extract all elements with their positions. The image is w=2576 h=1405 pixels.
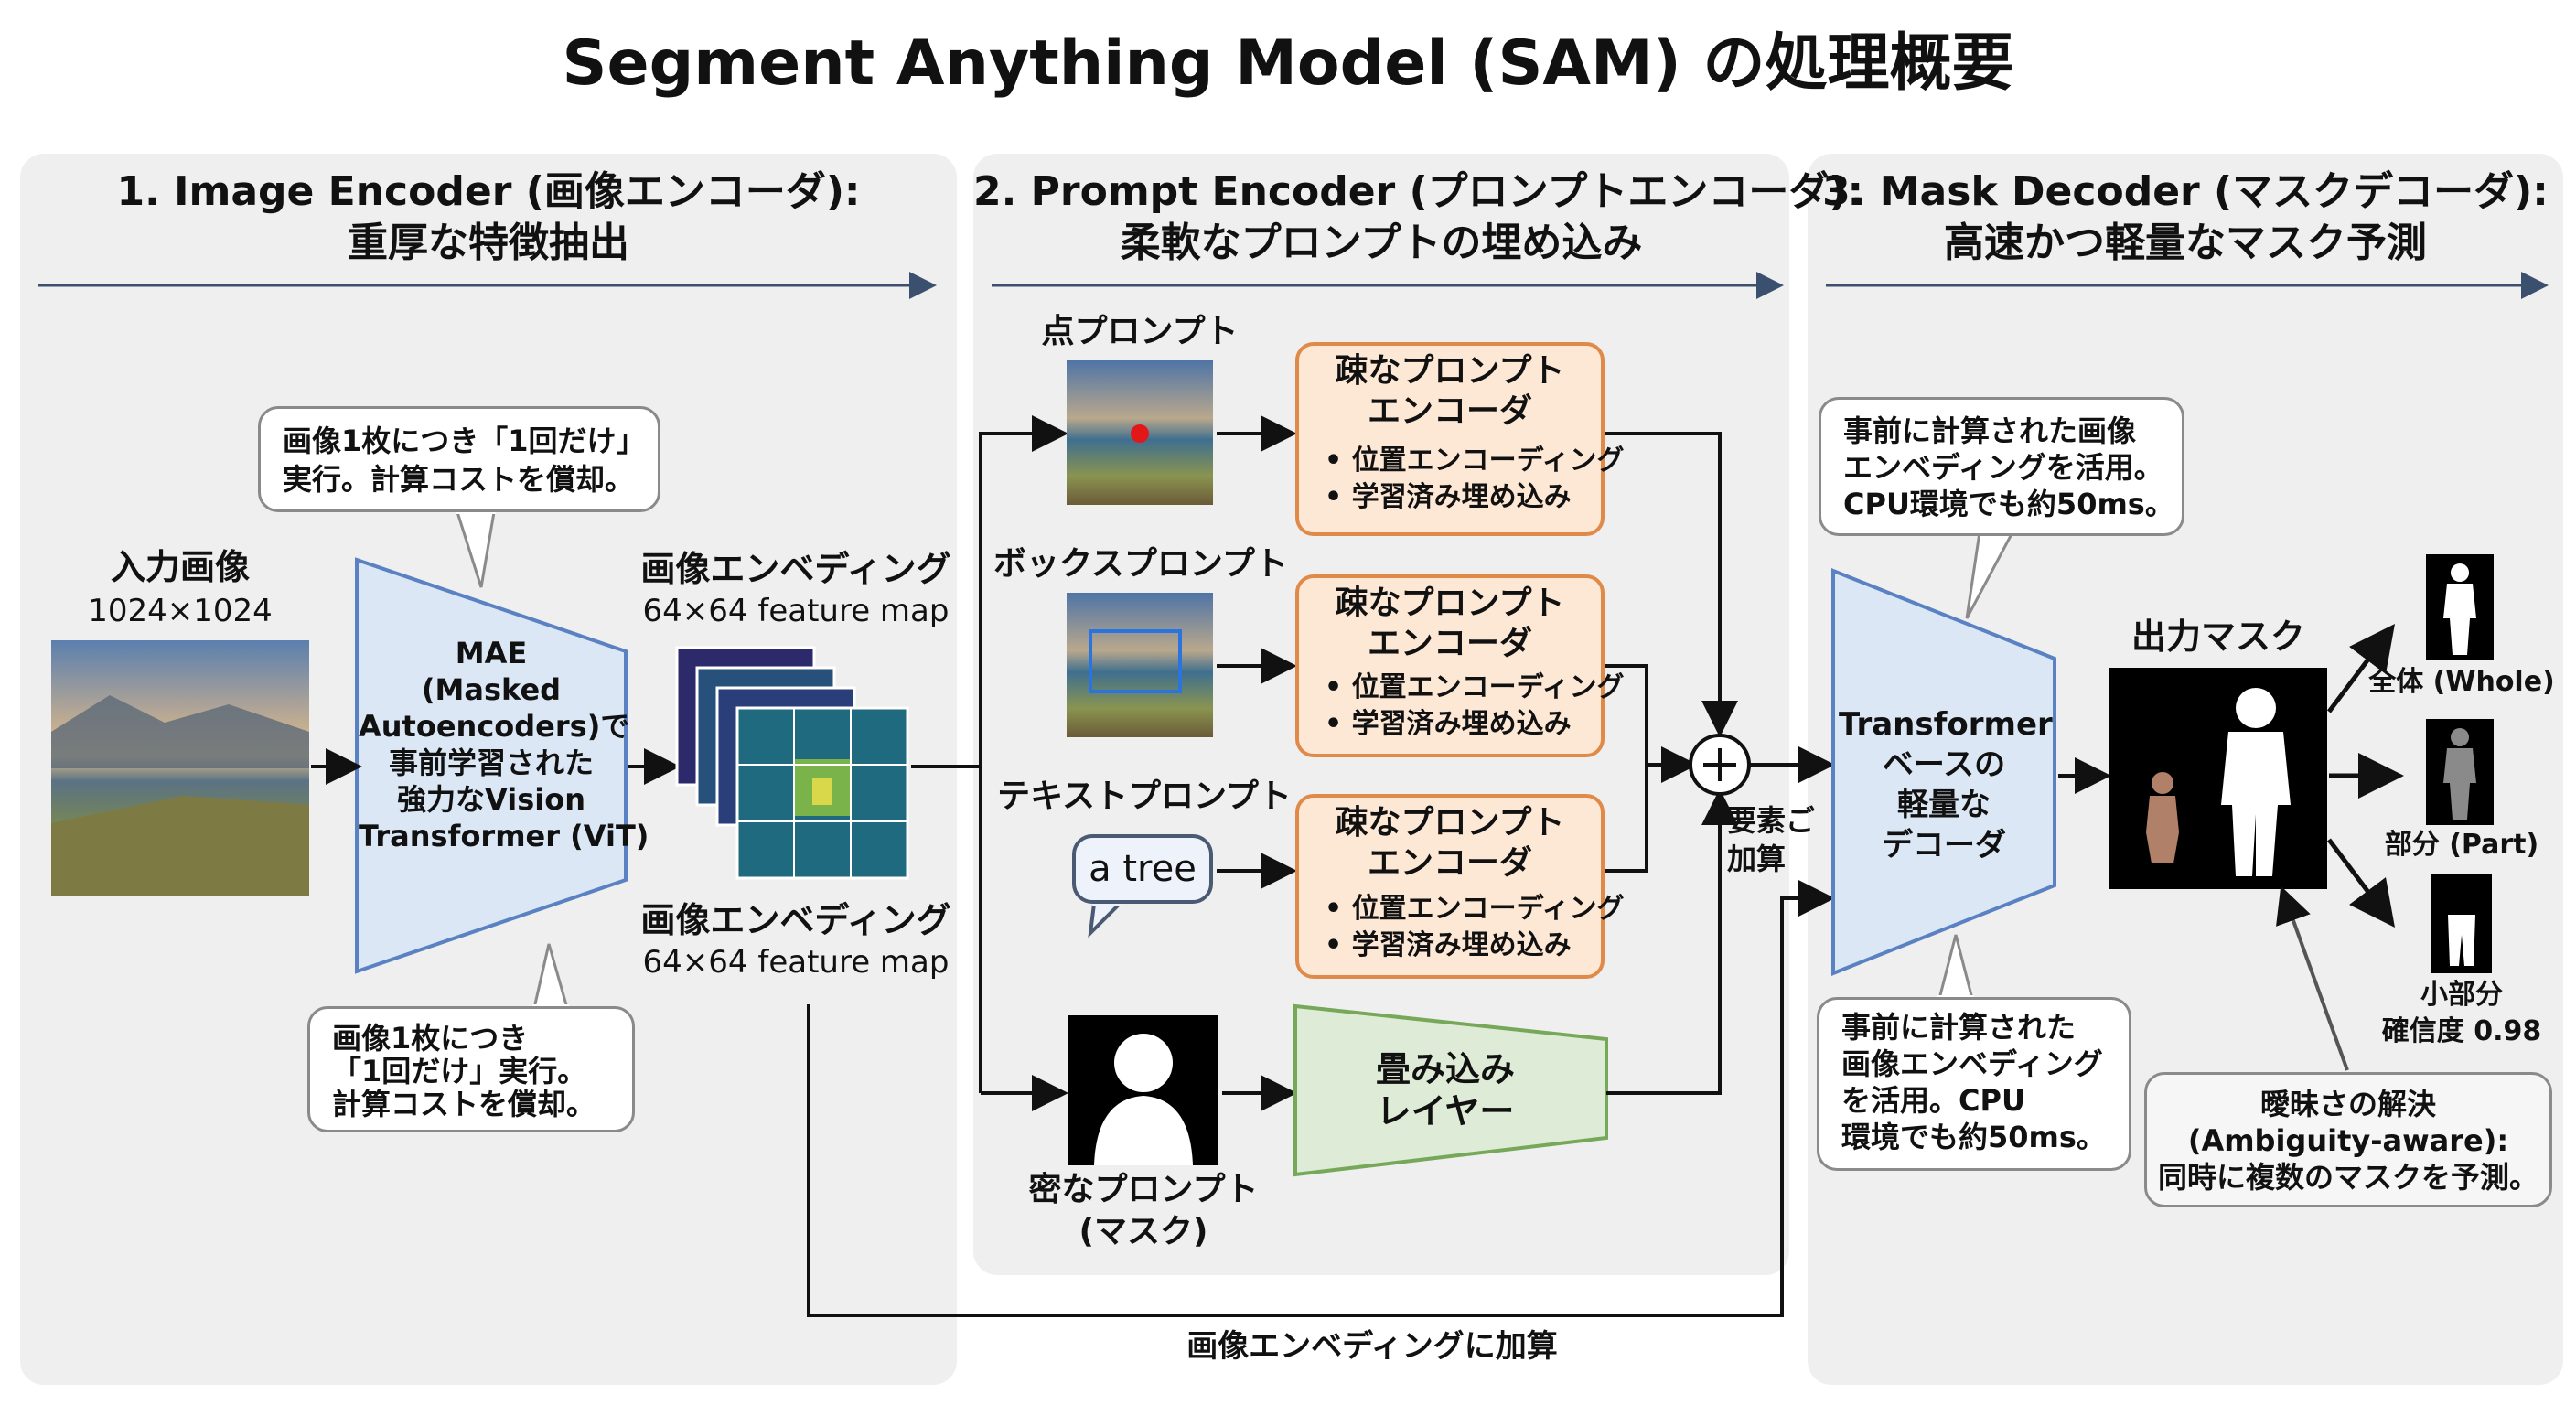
embedding-sub-bottom: 64×64 feature map <box>642 944 950 981</box>
arrow-to-subpart <box>2327 838 2395 928</box>
encoder-description: MAE (Masked Autoencoders)で 事前学習された 強力なVi… <box>359 636 649 853</box>
box-prompt-image <box>1067 593 1213 737</box>
output-mask-label: 出力マスク <box>2131 617 2305 657</box>
elementwise-sum-label: 要素ご加算 <box>1727 803 1816 876</box>
callout-tail-decoder-bottom <box>1937 934 1974 1001</box>
callout-tail-encoder-bottom <box>532 943 569 1010</box>
point-prompt-image <box>1067 360 1213 505</box>
arrow-embedding-to-decoder <box>807 880 1835 1317</box>
section-title-prompt-encoder: 2. Prompt Encoder (プロンプトエンコーダ):柔軟なプロンプトの… <box>973 168 1864 266</box>
mask-part-thumb <box>2426 719 2494 825</box>
whole-mask-label: 全体 (Whole) <box>2368 666 2555 698</box>
part-mask-label: 部分 (Part) <box>2384 829 2539 861</box>
arrow-to-point-prompt <box>979 415 1068 1093</box>
line-sparse1-to-sum <box>1605 432 1738 737</box>
embedding-label-top: 画像エンベディング <box>640 549 951 589</box>
encoder-callout-bottom: 画像1枚につき「1回だけ」実行。計算コストを償却。 <box>307 1006 635 1132</box>
mask-decoder <box>1831 568 2056 976</box>
text-bubble-tail <box>1088 902 1124 938</box>
embedding-sub-top: 64×64 feature map <box>642 593 950 629</box>
text-prompt-bubble: a tree <box>1072 834 1213 904</box>
decoder-callout-top: 事前に計算された画像エンベディングを活用。CPU環境でも約50ms。 <box>1819 397 2184 536</box>
embedding-label-bottom: 画像エンベディング <box>640 900 951 940</box>
conv-layer <box>1293 1003 1608 1177</box>
image-embedding-feature-map <box>675 646 909 880</box>
input-image-label: 入力画像 <box>110 547 250 587</box>
ambiguity-callout: 曖昧さの解決(Ambiguity-aware):同時に複数のマスクを予測。 <box>2144 1072 2552 1207</box>
line-sparse3-to-sum <box>1605 765 1648 873</box>
mask-subpart-thumb <box>2431 874 2492 973</box>
callout-tail-encoder-top <box>455 510 496 588</box>
diagram-title: Segment Anything Model (SAM) の処理概要 <box>562 27 2014 100</box>
text-prompt-label: テキストプロンプト <box>997 778 1292 815</box>
input-image <box>51 640 309 896</box>
sparse-encoder-box: 疎なプロンプトエンコーダ • 位置エンコーディング • 学習済み埋め込み <box>1295 574 1625 757</box>
subpart-mask-label: 小部分確信度 0.98 <box>2381 979 2542 1047</box>
section-title-mask-decoder: 3. Mask Decoder (マスクデコーダ):高速かつ軽量なマスク予測 <box>1822 168 2549 266</box>
bottom-path-label: 画像エンベディングに加算 <box>1186 1328 1558 1365</box>
input-image-size: 1024×1024 <box>88 593 273 629</box>
callout-tail-decoder-top <box>1965 531 2015 619</box>
elementwise-sum-node <box>1689 734 1751 796</box>
dense-prompt-label: 密なプロンプト(マスク) <box>1028 1171 1259 1250</box>
sparse-encoder-point: 疎なプロンプトエンコーダ • 位置エンコーディング • 学習済み埋め込み <box>1295 342 1625 536</box>
line-conv-to-sum <box>1606 788 1738 1095</box>
sparse-encoder-text: 疎なプロンプトエンコーダ • 位置エンコーディング • 学習済み埋め込み <box>1295 794 1625 979</box>
arrow-ambiguity-to-output <box>2276 885 2349 1071</box>
arrow-to-whole <box>2327 624 2395 713</box>
box-prompt-label: ボックスプロンプト <box>993 545 1288 583</box>
output-mask-image <box>2109 668 2327 889</box>
line-sparse2-to-sum <box>1605 664 1698 783</box>
mask-whole-thumb <box>2426 554 2494 660</box>
point-prompt-label: 点プロンプト <box>1041 313 1239 350</box>
encoder-callout-top: 画像1枚につき「1回だけ」実行。計算コストを償却。 <box>258 406 660 512</box>
dense-prompt-mask <box>1068 1015 1218 1165</box>
image-encoder-vit <box>355 557 628 974</box>
section-title-image-encoder: 1. Image Encoder (画像エンコーダ):重厚な特徴抽出 <box>116 168 861 266</box>
conv-layer-label: 畳み込みレイヤー <box>1375 1049 1515 1132</box>
